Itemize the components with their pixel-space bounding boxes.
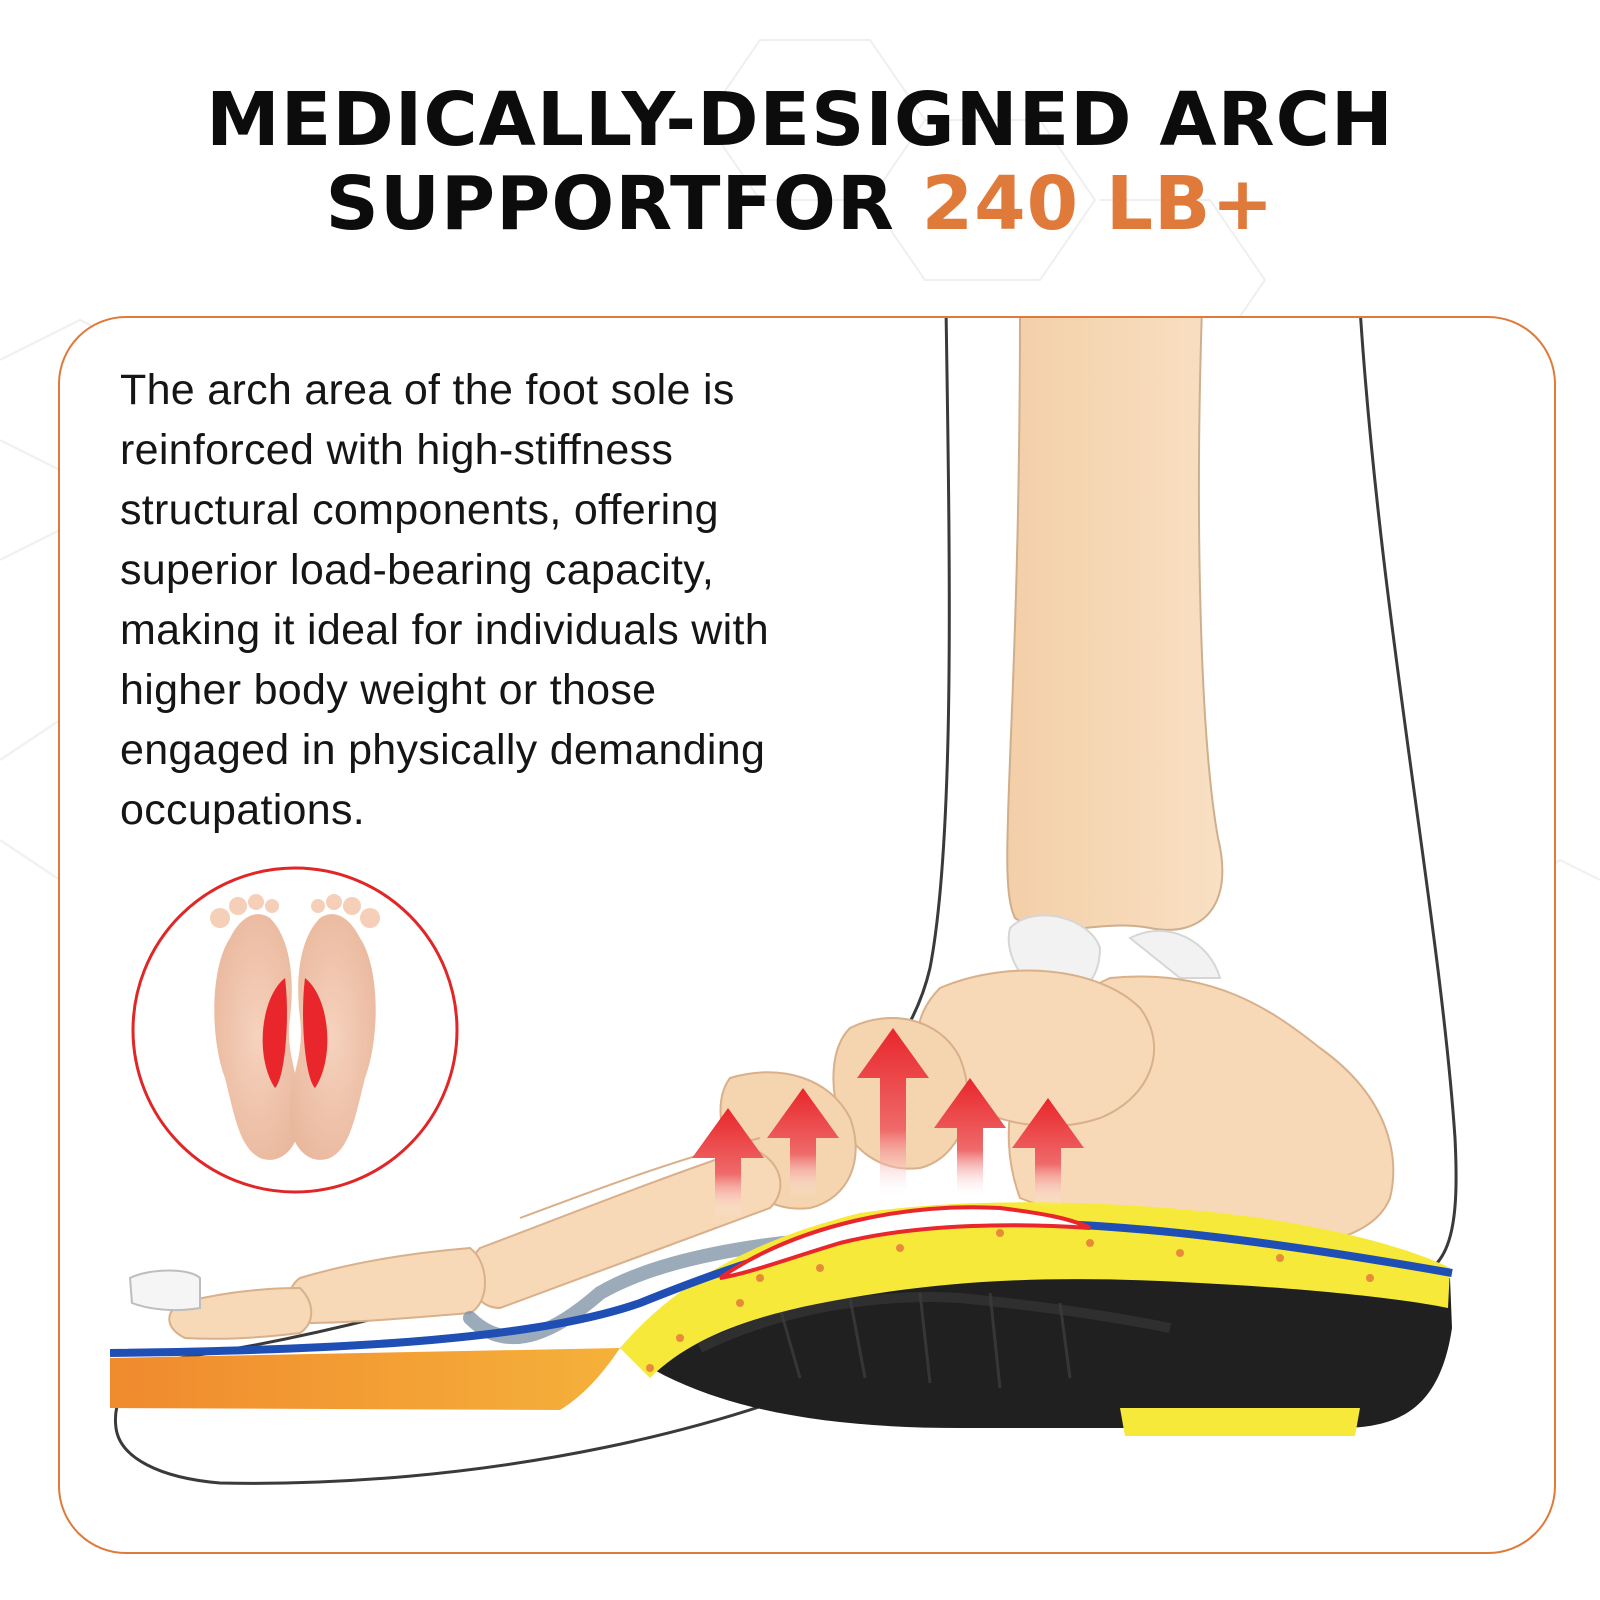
headline-line-2: SUPPORTFOR 240 LB+ — [0, 162, 1600, 246]
description-text: The arch area of the foot sole is reinfo… — [120, 360, 980, 840]
description-line: occupations. — [120, 786, 366, 834]
feature-card: The arch area of the foot sole is reinfo… — [58, 316, 1556, 1554]
description-line: structural components, offering — [120, 486, 719, 534]
description-line: The arch area of the foot sole is — [120, 366, 735, 414]
description-line: making it ideal for individuals with — [120, 606, 769, 654]
arch-highlight — [718, 1205, 1091, 1280]
description-line: superior load-bearing capacity, — [120, 546, 715, 594]
arch-zone-inset — [131, 866, 459, 1194]
headline-line-1: MEDICALLY-DESIGNED ARCH — [206, 77, 1394, 163]
headline-weight-highlight: 240 LB+ — [921, 161, 1275, 247]
description-line: reinforced with high-stiffness — [120, 426, 674, 474]
headline-line-2-prefix: SUPPORTFOR — [325, 161, 922, 247]
foot-illustration — [109, 318, 1458, 1485]
description-line: higher body weight or those — [120, 666, 657, 714]
headline: MEDICALLY-DESIGNED ARCH SUPPORTFOR 240 L… — [0, 78, 1600, 246]
description-line: engaged in physically demanding — [120, 726, 766, 774]
upward-arrows — [692, 1028, 1084, 1218]
